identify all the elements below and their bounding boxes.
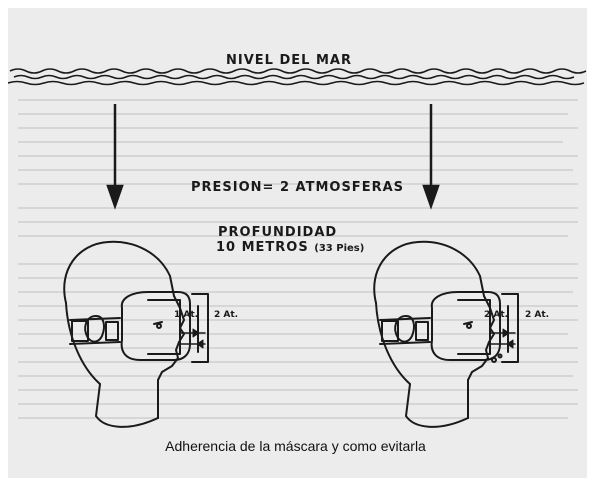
figure-caption: Adherencia de la máscara y como evitarla xyxy=(165,438,426,454)
sea-surface-waves xyxy=(8,68,587,86)
left-arrow-head xyxy=(106,184,124,210)
left-outer-pressure: 2 At. xyxy=(214,310,239,320)
diagram-figure: NIVEL DEL MAR PRESION= 2 ATMOSFERAS PROF… xyxy=(8,8,587,478)
left-inner-pressure: 1 At. xyxy=(174,310,199,320)
sea-level-label: NIVEL DEL MAR xyxy=(226,53,352,68)
right-outer-pressure: 2 At. xyxy=(525,310,550,320)
right-diver-head xyxy=(373,240,519,428)
left-diver-head xyxy=(63,240,209,428)
depth-value-line: 10 METROS (33 Pies) xyxy=(216,240,364,255)
depth-title: PROFUNDIDAD xyxy=(218,225,338,240)
right-arrow-head xyxy=(422,184,440,210)
pressure-label: PRESION= 2 ATMOSFERAS xyxy=(191,180,405,195)
depth-feet: (33 Pies) xyxy=(314,243,365,254)
right-inner-pressure: 2 At. xyxy=(484,310,509,320)
diagram-drawing xyxy=(8,68,587,428)
depth-value: 10 METROS xyxy=(216,240,309,255)
background-texture xyxy=(18,99,578,419)
pressure-arrows xyxy=(106,104,440,210)
